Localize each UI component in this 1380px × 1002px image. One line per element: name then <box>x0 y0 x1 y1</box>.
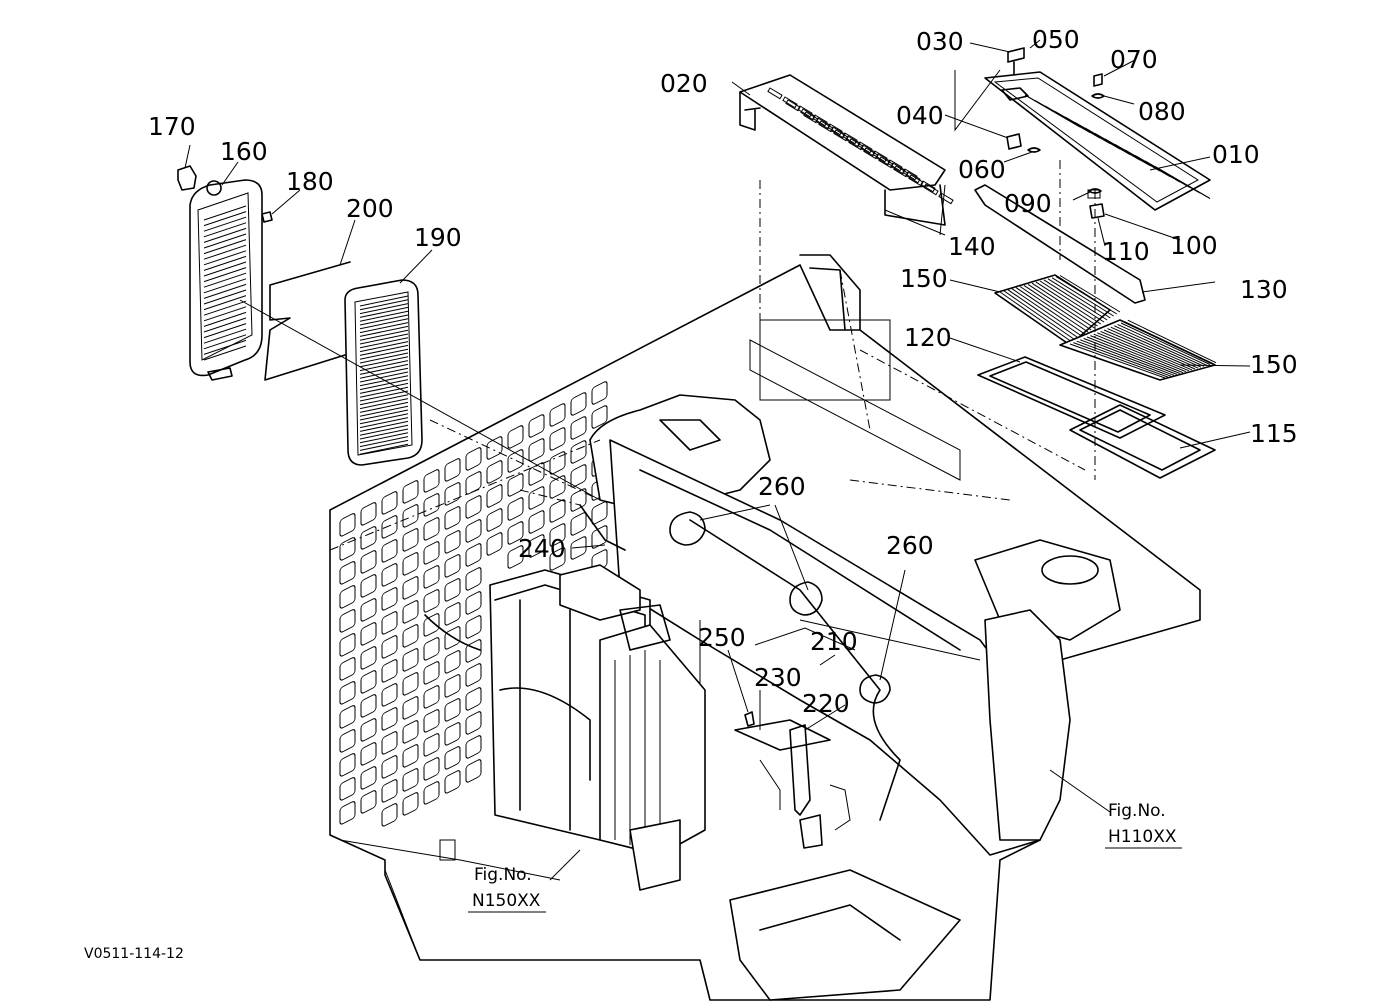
clip-170 <box>177 165 197 191</box>
strap-260-c <box>859 674 891 704</box>
callout-170: 170 <box>148 112 196 141</box>
callout-030: 030 <box>916 27 964 56</box>
callout-labels: 030 050 070 080 040 060 010 090 100 110 … <box>148 25 1298 718</box>
callout-050: 050 <box>1032 25 1080 54</box>
hardware-screws <box>1006 47 1105 219</box>
callout-160: 160 <box>220 137 268 166</box>
grille-slots <box>767 87 954 205</box>
callout-150-lower: 150 <box>1250 350 1298 379</box>
callout-020: 020 <box>660 69 708 98</box>
svg-text:Fig.No.: Fig.No. <box>1108 801 1166 821</box>
filter-element-190 <box>344 279 423 466</box>
heater-unit <box>489 564 706 891</box>
callout-140: 140 <box>948 232 996 261</box>
wire-200 <box>264 261 351 381</box>
callout-080: 080 <box>1138 97 1186 126</box>
callout-040: 040 <box>896 101 944 130</box>
clip-180 <box>261 211 273 223</box>
pipe <box>689 519 901 821</box>
callout-190: 190 <box>414 223 462 252</box>
strap-260-b <box>789 581 823 616</box>
callout-070: 070 <box>1110 45 1158 74</box>
wire-harness <box>424 614 481 651</box>
rear-mesh-guard <box>339 381 608 827</box>
grille-panel-020 <box>739 74 954 226</box>
callout-090: 090 <box>1004 189 1052 218</box>
filter-150-upper <box>994 274 1121 346</box>
callout-210: 210 <box>810 627 858 656</box>
callout-100: 100 <box>1170 231 1218 260</box>
callout-060: 060 <box>958 155 1006 184</box>
callout-260-b: 260 <box>886 531 934 560</box>
callout-120: 120 <box>904 323 952 352</box>
callout-010: 010 <box>1212 140 1260 169</box>
filter-150-lower <box>1059 319 1217 381</box>
hose-240 <box>579 504 626 551</box>
callout-200: 200 <box>346 194 394 223</box>
callout-220: 220 <box>802 689 850 718</box>
assembly-lines <box>329 160 1096 551</box>
frame-115 <box>1069 404 1216 479</box>
callout-230: 230 <box>754 663 802 692</box>
figure-ref-n150xx: Fig.No. N150XX <box>472 865 541 911</box>
bracket-230 <box>734 719 831 751</box>
sensor-220 <box>789 724 811 816</box>
svg-text:H110XX: H110XX <box>1108 827 1177 847</box>
svg-text:Fig.No.: Fig.No. <box>474 865 532 885</box>
filter-cover-160 <box>189 179 263 381</box>
callout-110: 110 <box>1102 237 1150 266</box>
callout-260-a: 260 <box>758 472 806 501</box>
top-cover-slots <box>1024 94 1211 200</box>
callout-180: 180 <box>286 167 334 196</box>
callout-130: 130 <box>1240 275 1288 304</box>
leader-lines <box>184 39 1251 913</box>
connector <box>799 814 823 849</box>
callout-115: 115 <box>1250 419 1298 448</box>
callout-240: 240 <box>518 534 566 563</box>
drawing-code: V0511-114-12 <box>84 946 184 962</box>
grommet <box>206 180 222 196</box>
callout-150-upper: 150 <box>900 264 948 293</box>
air-duct-assembly <box>589 394 1121 1001</box>
svg-text:N150XX: N150XX <box>472 891 541 911</box>
frame-120 <box>977 356 1166 439</box>
figure-ref-h110xx: Fig.No. H110XX <box>1108 801 1177 847</box>
gasket-130 <box>974 184 1146 304</box>
bolt-250 <box>744 711 755 727</box>
top-cover-010 <box>984 71 1211 211</box>
callout-250: 250 <box>698 623 746 652</box>
